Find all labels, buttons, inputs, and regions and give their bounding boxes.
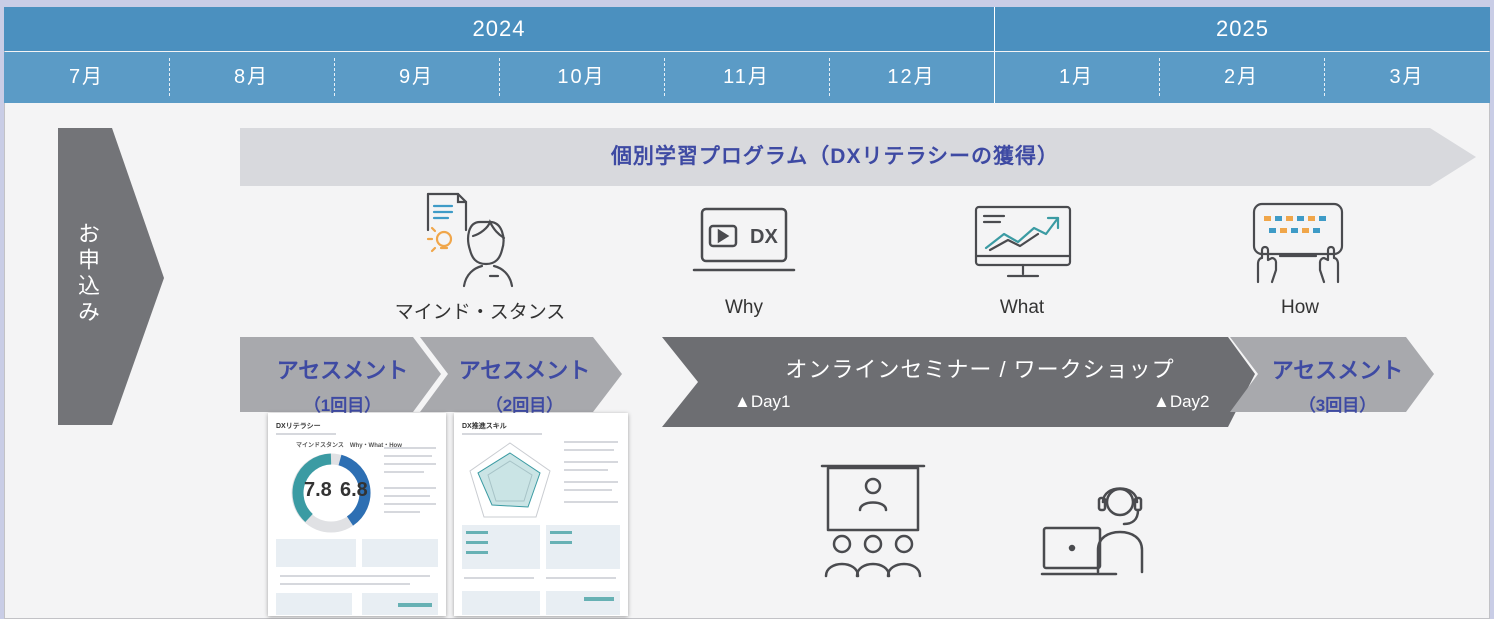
application-label: お申込み — [75, 222, 100, 326]
dx-skill-report-thumbnail: DX推進スキル — [454, 413, 628, 616]
dx-icon-text: DX — [750, 226, 778, 248]
mind-stance-icon — [426, 192, 514, 288]
assessment-3: アセスメント （3回目） — [1250, 353, 1425, 416]
day1-marker: ▲Day1 — [734, 392, 791, 411]
year-2024: 2024 — [472, 16, 526, 41]
month-aug: 8月 — [233, 66, 270, 88]
program-title: 個別学習プログラム（DXリテラシーの獲得） — [610, 145, 1060, 168]
month-jan: 1月 — [1058, 66, 1095, 88]
chart-monitor-icon — [974, 205, 1072, 278]
program-arrow — [240, 128, 1476, 186]
what-label: What — [999, 297, 1045, 318]
dx-video-icon: DX — [692, 207, 796, 272]
month-divider — [334, 58, 335, 96]
report1-score-right: 6.8 — [340, 479, 368, 501]
assessment-1-title: アセスメント — [276, 358, 409, 383]
assessment-arrow-2 — [420, 337, 622, 412]
assessment-arrow-1 — [240, 337, 441, 412]
month-dec: 12月 — [887, 66, 936, 88]
assessment-2: アセスメント （2回目） — [437, 353, 612, 416]
report1-donut-chart — [291, 453, 371, 533]
month-header-row: 7月 8月 9月 10月 11月 12月 1月 2月 3月 — [4, 52, 1490, 103]
year-header-row: 2024 2025 — [4, 7, 1490, 51]
year-2025: 2025 — [1216, 16, 1269, 41]
month-oct: 10月 — [557, 66, 606, 88]
mind-stance-label: マインド・スタンス — [394, 302, 566, 323]
assessment-1-round: （1回目） — [303, 396, 382, 415]
assessment-arrow-3 — [1230, 337, 1434, 412]
year-divider — [994, 7, 995, 51]
report2-title: DX推進スキル — [462, 423, 507, 430]
month-divider — [664, 58, 665, 96]
seminar-title: オンラインセミナー / ワークショップ — [785, 357, 1175, 382]
month-divider — [169, 58, 170, 96]
roadmap-frame — [4, 7, 1490, 619]
month-nov: 11月 — [723, 66, 770, 88]
month-feb: 2月 — [1223, 66, 1260, 88]
month-mar: 3月 — [1389, 66, 1425, 88]
year-boundary — [994, 52, 995, 103]
assessment-1: アセスメント （1回目） — [255, 353, 430, 416]
online-headset-laptop-icon — [1040, 487, 1144, 576]
why-label: Why — [725, 297, 763, 318]
how-label: How — [1280, 297, 1319, 318]
report2-radar-chart — [469, 442, 551, 518]
day2-marker: ▲Day2 — [1153, 392, 1210, 411]
month-divider — [1324, 58, 1325, 96]
month-divider — [499, 58, 500, 96]
month-divider — [1159, 58, 1160, 96]
month-divider — [829, 58, 830, 96]
report1-title: DXリテラシー — [276, 423, 321, 430]
month-jul: 7月 — [68, 66, 105, 88]
dx-literacy-report-thumbnail: DXリテラシー マインドスタンス Why・What・How 7.8 6.8 — [268, 413, 446, 616]
presentation-audience-icon — [820, 464, 926, 578]
assessment-3-title: アセスメント — [1271, 358, 1404, 383]
assessment-2-round: （2回目） — [485, 396, 564, 415]
application-arrow — [58, 128, 164, 425]
month-sep: 9月 — [398, 66, 435, 88]
report1-subtitle: マインドスタンス Why・What・How — [296, 443, 402, 449]
seminar-arrow — [662, 337, 1255, 427]
keyboard-hands-icon — [1252, 202, 1344, 284]
assessment-3-round: （3回目） — [1298, 396, 1377, 415]
assessment-2-title: アセスメント — [458, 358, 591, 383]
report1-score-left: 7.8 — [304, 479, 332, 501]
